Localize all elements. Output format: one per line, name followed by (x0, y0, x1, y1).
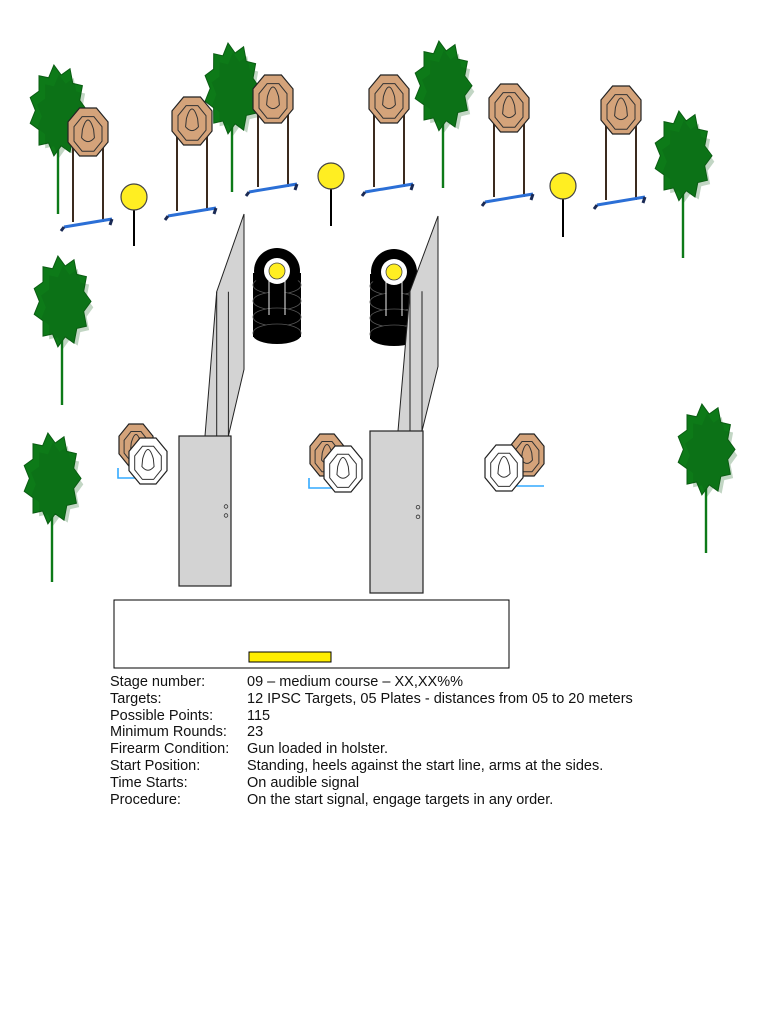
stage-diagram (23, 39, 738, 669)
target-group (308, 433, 363, 493)
tree-icon (33, 254, 94, 405)
tree-icon (414, 39, 475, 188)
info-row-possible-points: Possible Points: 115 (110, 708, 650, 725)
info-row-minimum-rounds: Minimum Rounds: 23 (110, 724, 650, 741)
info-row-stage-number: Stage number: 09 – medium course – XX,XX… (110, 674, 650, 691)
info-value: 12 IPSC Targets, 05 Plates - distances f… (247, 690, 633, 707)
ipsc-target-stand (163, 96, 218, 221)
info-row-start-position: Start Position: Standing, heels against … (110, 758, 650, 775)
steel-plate (317, 162, 345, 226)
info-value: 115 (247, 707, 271, 724)
info-value: On the start signal, engage targets in a… (247, 791, 554, 808)
ipsc-target-stand (592, 85, 647, 210)
info-row-time-starts: Time Starts: On audible signal (110, 775, 650, 792)
door (369, 430, 424, 594)
info-label: Stage number: (110, 674, 206, 690)
info-value: 09 – medium course – XX,XX%% (247, 674, 463, 690)
info-label: Targets: (110, 690, 162, 707)
door (178, 435, 232, 587)
steel-plate (120, 183, 148, 246)
ipsc-target-stand (244, 74, 299, 197)
info-label: Firearm Condition: (110, 741, 230, 758)
tree-icon (654, 109, 715, 258)
start-area (113, 599, 510, 669)
tire-stack (252, 248, 302, 344)
target-group (484, 433, 545, 492)
info-row-firearm-condition: Firearm Condition: Gun loaded in holster… (110, 741, 650, 758)
info-value: On audible signal (247, 774, 360, 791)
ipsc-target-stand (480, 83, 535, 207)
steel-plate (549, 172, 577, 237)
info-value: Gun loaded in holster. (247, 741, 389, 758)
tree-icon (204, 41, 263, 192)
info-value: 23 (247, 724, 264, 741)
info-row-procedure: Procedure: On the start signal, engage t… (110, 792, 650, 809)
info-label: Minimum Rounds: (110, 724, 227, 741)
target-group (117, 423, 168, 485)
info-label: Procedure: (110, 791, 181, 808)
tree-icon (677, 402, 738, 553)
info-row-targets: Targets: 12 IPSC Targets, 05 Plates - di… (110, 691, 650, 708)
ipsc-target-stand (59, 107, 114, 232)
info-value: Standing, heels against the start line, … (247, 757, 604, 774)
tree-icon (23, 431, 84, 582)
stage-info: Stage number: 09 – medium course – XX,XX… (110, 674, 650, 808)
wall-barricade (204, 213, 245, 437)
start-line (248, 651, 332, 663)
info-label: Possible Points: (110, 707, 214, 724)
info-label: Time Starts: (110, 774, 188, 791)
ipsc-target-stand (360, 74, 415, 197)
info-label: Start Position: (110, 757, 201, 774)
